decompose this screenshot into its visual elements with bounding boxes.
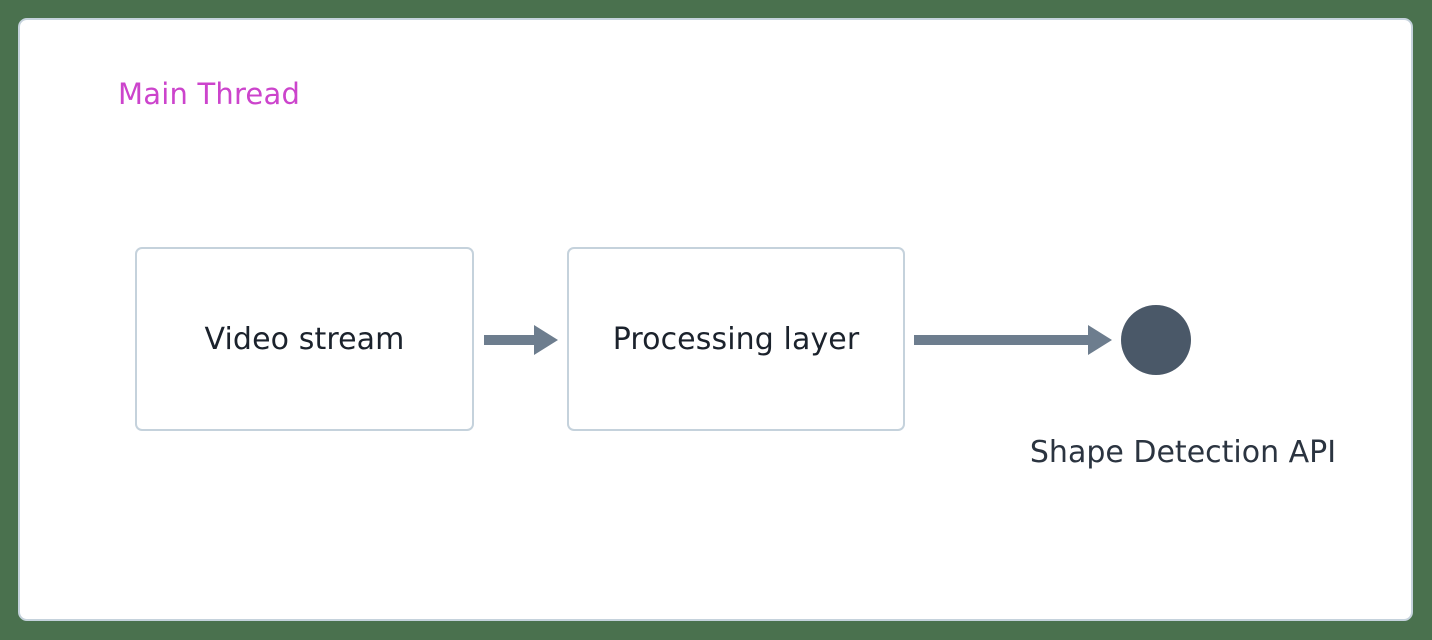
node-video-stream[interactable]: Video stream: [135, 247, 474, 431]
node-processing-layer-label: Processing layer: [612, 321, 860, 357]
node-shape-detection-api[interactable]: [1121, 305, 1191, 375]
arrow-right-icon: [914, 325, 1112, 355]
arrow-right-icon: [484, 325, 558, 355]
main-thread-frame: Main Thread Video stream Processing laye…: [18, 18, 1413, 621]
node-shape-detection-api-label: Shape Detection API: [1029, 435, 1337, 470]
node-processing-layer[interactable]: Processing layer: [567, 247, 905, 431]
node-video-stream-label: Video stream: [204, 321, 405, 357]
main-thread-title: Main Thread: [118, 77, 301, 111]
arrow-processing-to-api: [912, 319, 1114, 361]
arrow-video-to-processing: [482, 319, 560, 361]
